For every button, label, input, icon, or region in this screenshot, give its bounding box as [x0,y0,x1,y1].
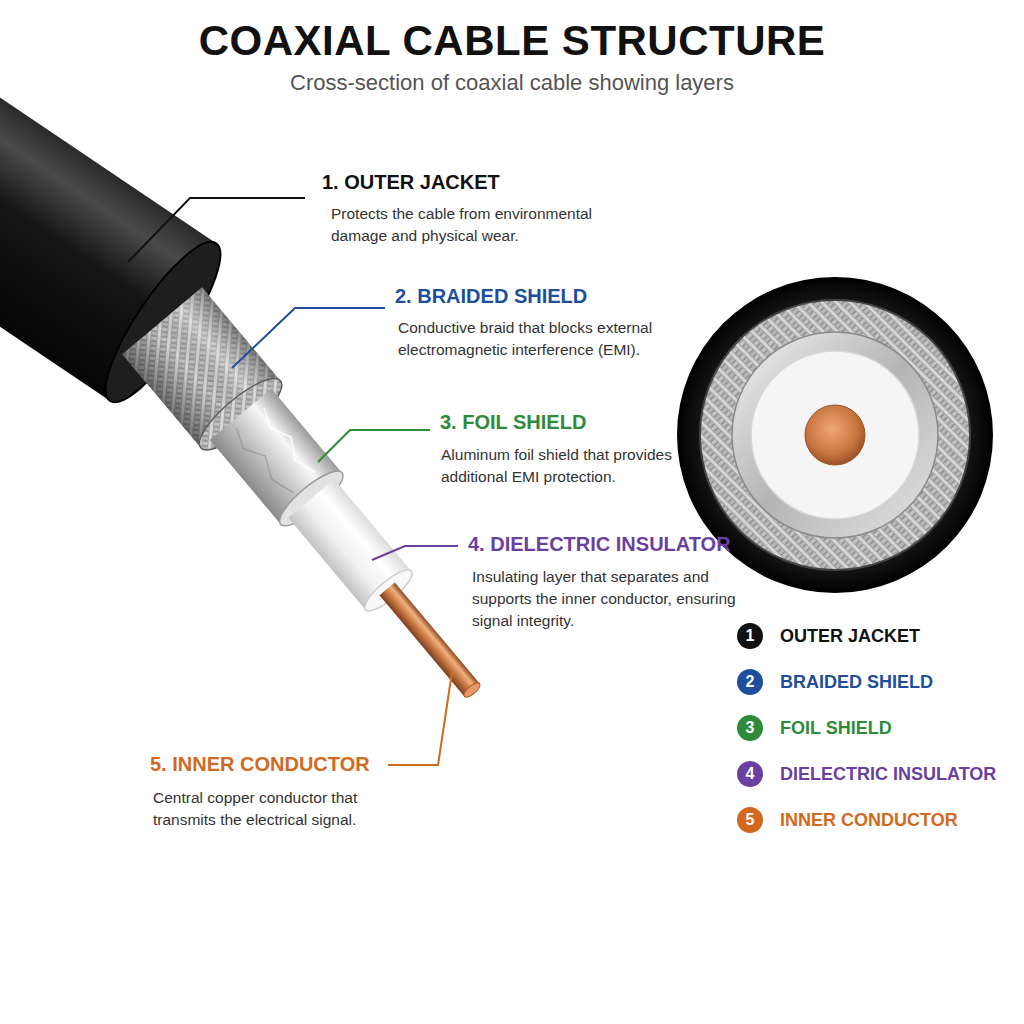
legend-swatch: 4 [737,761,763,787]
callout-heading: 5. INNER CONDUCTOR [150,752,450,776]
leader-line [388,672,452,765]
foil-crinkle [256,406,318,477]
section-conductor [805,405,865,465]
callout-description: Central copper conductor that transmits … [153,787,403,831]
callout-heading: 3. FOIL SHIELD [440,410,740,434]
section-braid [700,300,970,570]
callout-heading: 4. DIELECTRIC INSULATOR [468,532,788,556]
callout-number: 4 [746,766,755,782]
callout-description: Insulating layer that separates and supp… [472,566,747,632]
callout-number: 5 [746,812,755,828]
subtitle: Cross-section of coaxial cable showing l… [0,70,1024,96]
callout-number: 3 [746,720,755,736]
inner-conductor [379,582,479,696]
legend-swatch: 3 [737,715,763,741]
leader-line [232,308,385,368]
conductor-tip [462,681,482,700]
callout-description: Protects the cable from environmental da… [331,203,631,247]
legend-swatch: 1 [737,623,763,649]
legend-text: DIELECTRIC INSULATOR [780,763,996,785]
callout-number: 1 [746,628,755,644]
callout-heading: 1. OUTER JACKET [322,170,642,194]
legend-text: INNER CONDUCTOR [780,809,958,831]
legend-text: FOIL SHIELD [780,717,892,739]
callout-description: Aluminum foil shield that provides addit… [441,444,711,488]
legend-text: OUTER JACKET [780,625,920,647]
section-braid-edge [700,300,970,570]
legend-swatch: 5 [737,807,763,833]
callout-description: Conductive braid that blocks external el… [398,317,698,361]
callout-number: 2 [746,674,755,690]
legend-swatch: 2 [737,669,763,695]
title: COAXIAL CABLE STRUCTURE [0,16,1024,66]
leader-line [372,546,458,560]
legend-text: BRAIDED SHIELD [780,671,933,693]
section-dielectric [751,351,919,519]
foil-crinkle [230,425,294,499]
leader-line [318,430,430,462]
callout-heading: 2. BRAIDED SHIELD [395,284,715,308]
section-foil [732,332,938,538]
leader-line [128,198,305,262]
